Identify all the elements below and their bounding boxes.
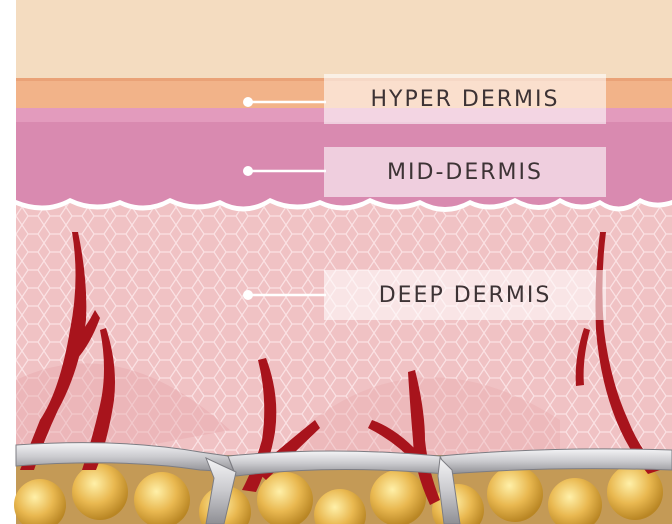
hyper-dermis-top xyxy=(16,0,672,82)
hyper-dermis-label: HYPER DERMIS xyxy=(324,74,606,124)
left-margin xyxy=(0,0,16,524)
mid-dermis-label: MID-DERMIS xyxy=(324,147,606,197)
deep-dermis-label: DEEP DERMIS xyxy=(324,270,606,320)
